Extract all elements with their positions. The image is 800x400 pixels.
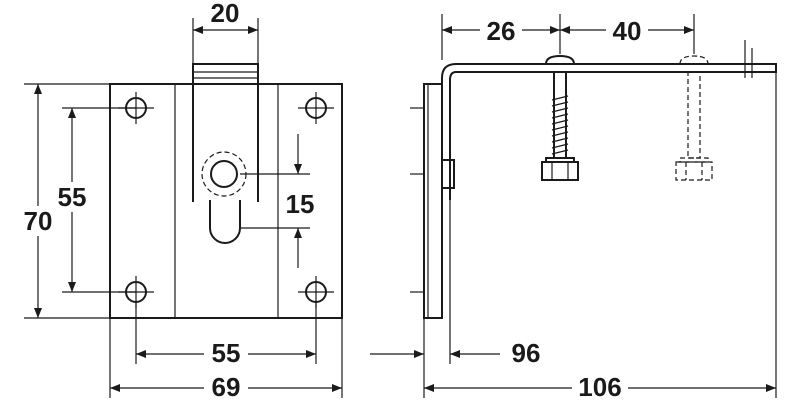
dim-b: 40	[613, 16, 642, 46]
bolt-head-dashed	[201, 151, 247, 197]
dim-height-outer: 70	[24, 206, 53, 236]
mounting-hole-top-right	[298, 92, 334, 124]
dim-slot: 15	[286, 189, 315, 219]
mounting-plate	[109, 83, 343, 319]
hex-nut	[541, 161, 579, 181]
adjustment-slot	[209, 200, 241, 244]
l-bracket	[441, 63, 777, 200]
dim-total: 106	[578, 372, 621, 400]
side-tab	[441, 159, 455, 189]
adjustment-bolt	[541, 54, 579, 181]
dim-hole-spacing: 55	[212, 338, 241, 368]
dim-height-inner: 55	[58, 182, 87, 212]
bolt-hole	[210, 160, 238, 188]
dim-depth: 96	[512, 338, 541, 368]
bracket-tab	[192, 63, 259, 202]
side-view: 26 40 96 106	[370, 14, 777, 400]
dim-top-width: 20	[211, 0, 240, 28]
dim-width: 69	[212, 372, 241, 400]
side-plate	[423, 83, 443, 319]
adjustment-bolt-alternate	[675, 55, 713, 181]
dim-a: 26	[487, 16, 516, 46]
front-view: 20 15 70 55 55	[20, 0, 343, 400]
